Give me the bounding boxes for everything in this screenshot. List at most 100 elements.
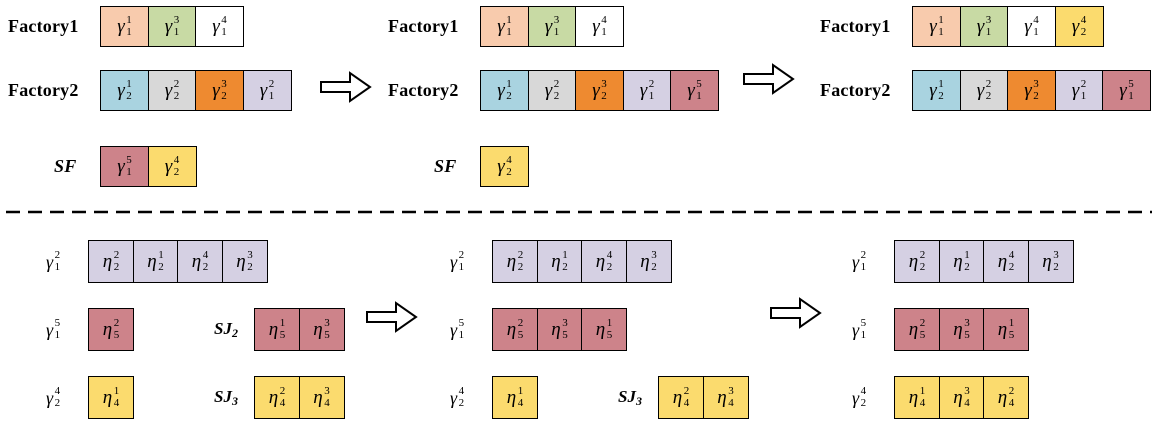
factory1-label: Factory1 [388, 16, 459, 36]
sj3-label: SJ3 [618, 386, 642, 408]
sf-label: SF [54, 156, 77, 176]
factory2-label: Factory2 [820, 80, 891, 100]
factory1-label: Factory1 [8, 16, 79, 36]
